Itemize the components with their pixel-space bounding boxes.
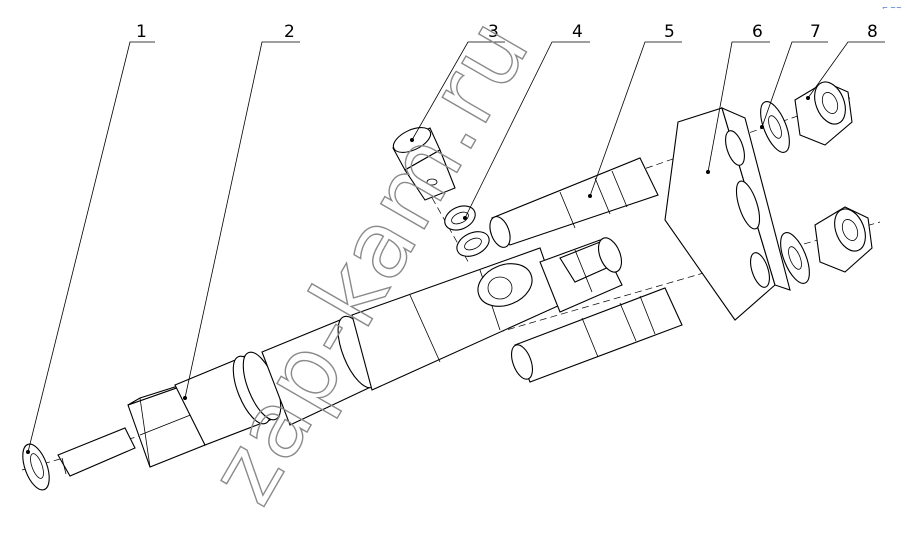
leader-1 xyxy=(27,41,155,453)
leader-4 xyxy=(464,41,590,219)
callout-8: 8 xyxy=(867,22,878,42)
callout-5: 5 xyxy=(664,22,675,42)
watermark: zap-kam.ru xyxy=(188,0,550,521)
leader-lines xyxy=(26,41,885,454)
part-6-flange xyxy=(664,107,791,321)
callout-1: 1 xyxy=(136,22,147,42)
part-8-nut-lower xyxy=(814,206,873,273)
corner-mark: ⌐ ~~ xyxy=(882,4,902,12)
part-2-injector-body xyxy=(57,237,623,477)
leader-2 xyxy=(184,41,300,399)
part-7-washer-upper xyxy=(760,101,790,153)
leader-3 xyxy=(411,41,505,141)
upper-axis xyxy=(489,97,851,223)
leader-5 xyxy=(589,41,682,197)
part-3-bolt xyxy=(392,127,456,201)
leader-6 xyxy=(707,41,770,173)
leader-7 xyxy=(761,41,828,128)
callout-4: 4 xyxy=(572,22,583,42)
part-7-washer-lower xyxy=(780,232,810,284)
part-5-stud-lower xyxy=(510,287,683,383)
part-8-nut-upper xyxy=(794,81,853,146)
callout-3: 3 xyxy=(488,22,499,42)
callout-6: 6 xyxy=(752,22,763,42)
callout-7: 7 xyxy=(810,22,821,42)
leader-8 xyxy=(807,41,885,99)
callout-2: 2 xyxy=(284,22,295,42)
part-5-stud-upper xyxy=(489,157,659,248)
part-1-washer xyxy=(22,443,50,491)
